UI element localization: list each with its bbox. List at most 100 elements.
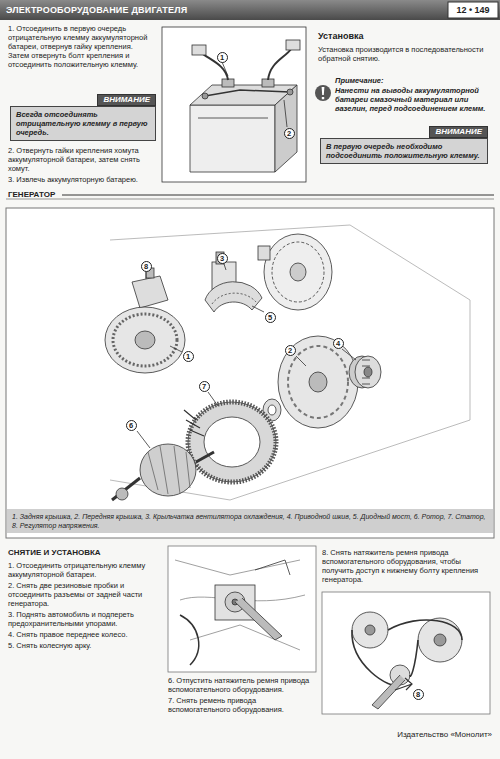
drawing-ellipse: [364, 367, 372, 377]
drawing-path: [175, 560, 305, 650]
drawing-ellipse: [278, 336, 358, 428]
drawing-ellipse: [355, 356, 381, 388]
callout-label: 8: [142, 262, 151, 271]
drawing-path: [180, 615, 199, 665]
drawing-path: [352, 620, 462, 686]
drawing-path: [395, 678, 412, 690]
paragraph: 1. Отсоединить отрицательную клемму акку…: [8, 561, 160, 579]
drawing-ellipse: [309, 372, 327, 392]
drawing-rect: [258, 246, 270, 260]
drawing-circle: [418, 618, 462, 662]
drawing-line: [170, 346, 182, 352]
drawing-path: [184, 410, 204, 436]
drawing-circle: [365, 625, 375, 635]
drawing-line: [208, 392, 218, 406]
drawing-ellipse: [188, 402, 276, 482]
callout-number: 4: [333, 338, 344, 349]
section-heading: ГЕНЕРАТОР: [8, 190, 68, 200]
drawing-circle: [287, 89, 293, 95]
drawing-rect: [286, 40, 300, 50]
drawing-ellipse: [188, 402, 276, 482]
callout-number: 1: [183, 351, 194, 362]
drawing-g: [322, 592, 490, 714]
callout-number: 5: [265, 312, 276, 323]
callout-number: 6: [126, 420, 137, 431]
drawing-rect: [448, 2, 498, 18]
drawing-line: [342, 349, 356, 360]
drawing-line: [284, 100, 287, 127]
figure-caption: 1. Задняя крышка, 2. Передняя крышка, 3.…: [7, 509, 493, 533]
note-heading: Примечание:: [335, 76, 488, 85]
callout-label: 2: [286, 346, 295, 355]
drawing-ellipse: [290, 263, 306, 281]
drawing-path: [148, 446, 190, 494]
drawing-ellipse: [288, 346, 348, 418]
callout-label: 3: [218, 254, 227, 263]
drawing-ellipse: [272, 242, 324, 302]
drawing-path: [322, 87, 325, 99]
callout-label: 7: [200, 382, 209, 391]
drawing-circle: [315, 85, 331, 101]
callout-label: 1: [184, 352, 193, 361]
drawing-g: [162, 27, 306, 182]
drawing-path: [235, 598, 282, 640]
paragraph: 7. Снять ремень привода вспомогательного…: [168, 696, 318, 714]
drawing-line: [137, 431, 150, 448]
drawing-line: [362, 378, 370, 379]
drawing-rect: [168, 546, 316, 672]
drawing-ellipse: [116, 488, 128, 500]
page-number: 12 • 149: [450, 4, 496, 16]
drawing-circle: [352, 612, 388, 648]
callout-number: 2: [284, 128, 295, 139]
drawing-circle: [202, 93, 208, 99]
callout-label: 8: [414, 690, 423, 699]
drawing-line: [198, 118, 268, 119]
drawing-line: [112, 478, 140, 500]
drawing-path: [205, 282, 262, 312]
drawing-polygon: [190, 105, 275, 172]
paragraph: 2. Снять две резиновые пробки и отсоедин…: [8, 581, 160, 608]
drawing-circle: [434, 634, 446, 646]
drawing-rect: [0, 0, 500, 20]
callout-label: 6: [127, 421, 136, 430]
callout-number: 2: [285, 345, 296, 356]
drawing-polygon: [132, 276, 168, 308]
callout-label: 4: [334, 339, 343, 348]
drawing-path: [212, 293, 256, 304]
drawing-g: [168, 546, 316, 672]
drawing-ellipse: [268, 405, 276, 415]
drawing-ellipse: [105, 307, 185, 373]
paragraph: 3. Поднять автомобиль и подпереть предох…: [8, 610, 160, 628]
warning-box: ВНИМАНИЕВ первую очередь необходимо подс…: [320, 126, 488, 164]
drawing-ellipse: [204, 417, 260, 467]
drawing-line: [62, 195, 494, 196]
drawing-rect: [322, 592, 490, 714]
drawing-rect: [262, 79, 274, 87]
drawing-line: [146, 272, 147, 279]
drawing-ellipse: [113, 314, 177, 366]
callout-label: 1: [218, 53, 227, 62]
drawing-line: [6, 199, 494, 200]
paragraph: 5. Снять колесную арку.: [8, 641, 160, 650]
warning-text: Всегда отсоединять отрицательную клемму …: [10, 106, 156, 141]
drawing-path: [268, 48, 292, 80]
callout-label: 2: [285, 129, 294, 138]
paragraph: 3. Извлечь аккумуляторную батарею.: [8, 175, 156, 184]
callout-label: 5: [266, 313, 275, 322]
drawing-line: [362, 360, 370, 361]
warning-text: В первую очередь необходимо подсоединить…: [320, 138, 488, 164]
callout-number: 7: [199, 381, 210, 392]
drawing-rect: [192, 45, 206, 55]
drawing-line: [252, 306, 264, 312]
drawing-line: [362, 384, 370, 385]
subheading: Установка: [318, 31, 488, 42]
warning-heading: ВНИМАНИЕ: [97, 94, 156, 106]
publisher: Издательство «Монолит»: [300, 730, 492, 740]
drawing-g: [105, 225, 470, 500]
paragraph: 1. Отсоединить в первую очередь отрицате…: [8, 24, 156, 69]
callout-number: 8: [413, 689, 424, 700]
note-text: Нанести на выводы аккумуляторной батареи…: [335, 86, 488, 113]
drawing-rect: [6, 208, 494, 538]
drawing-ellipse: [264, 234, 332, 310]
